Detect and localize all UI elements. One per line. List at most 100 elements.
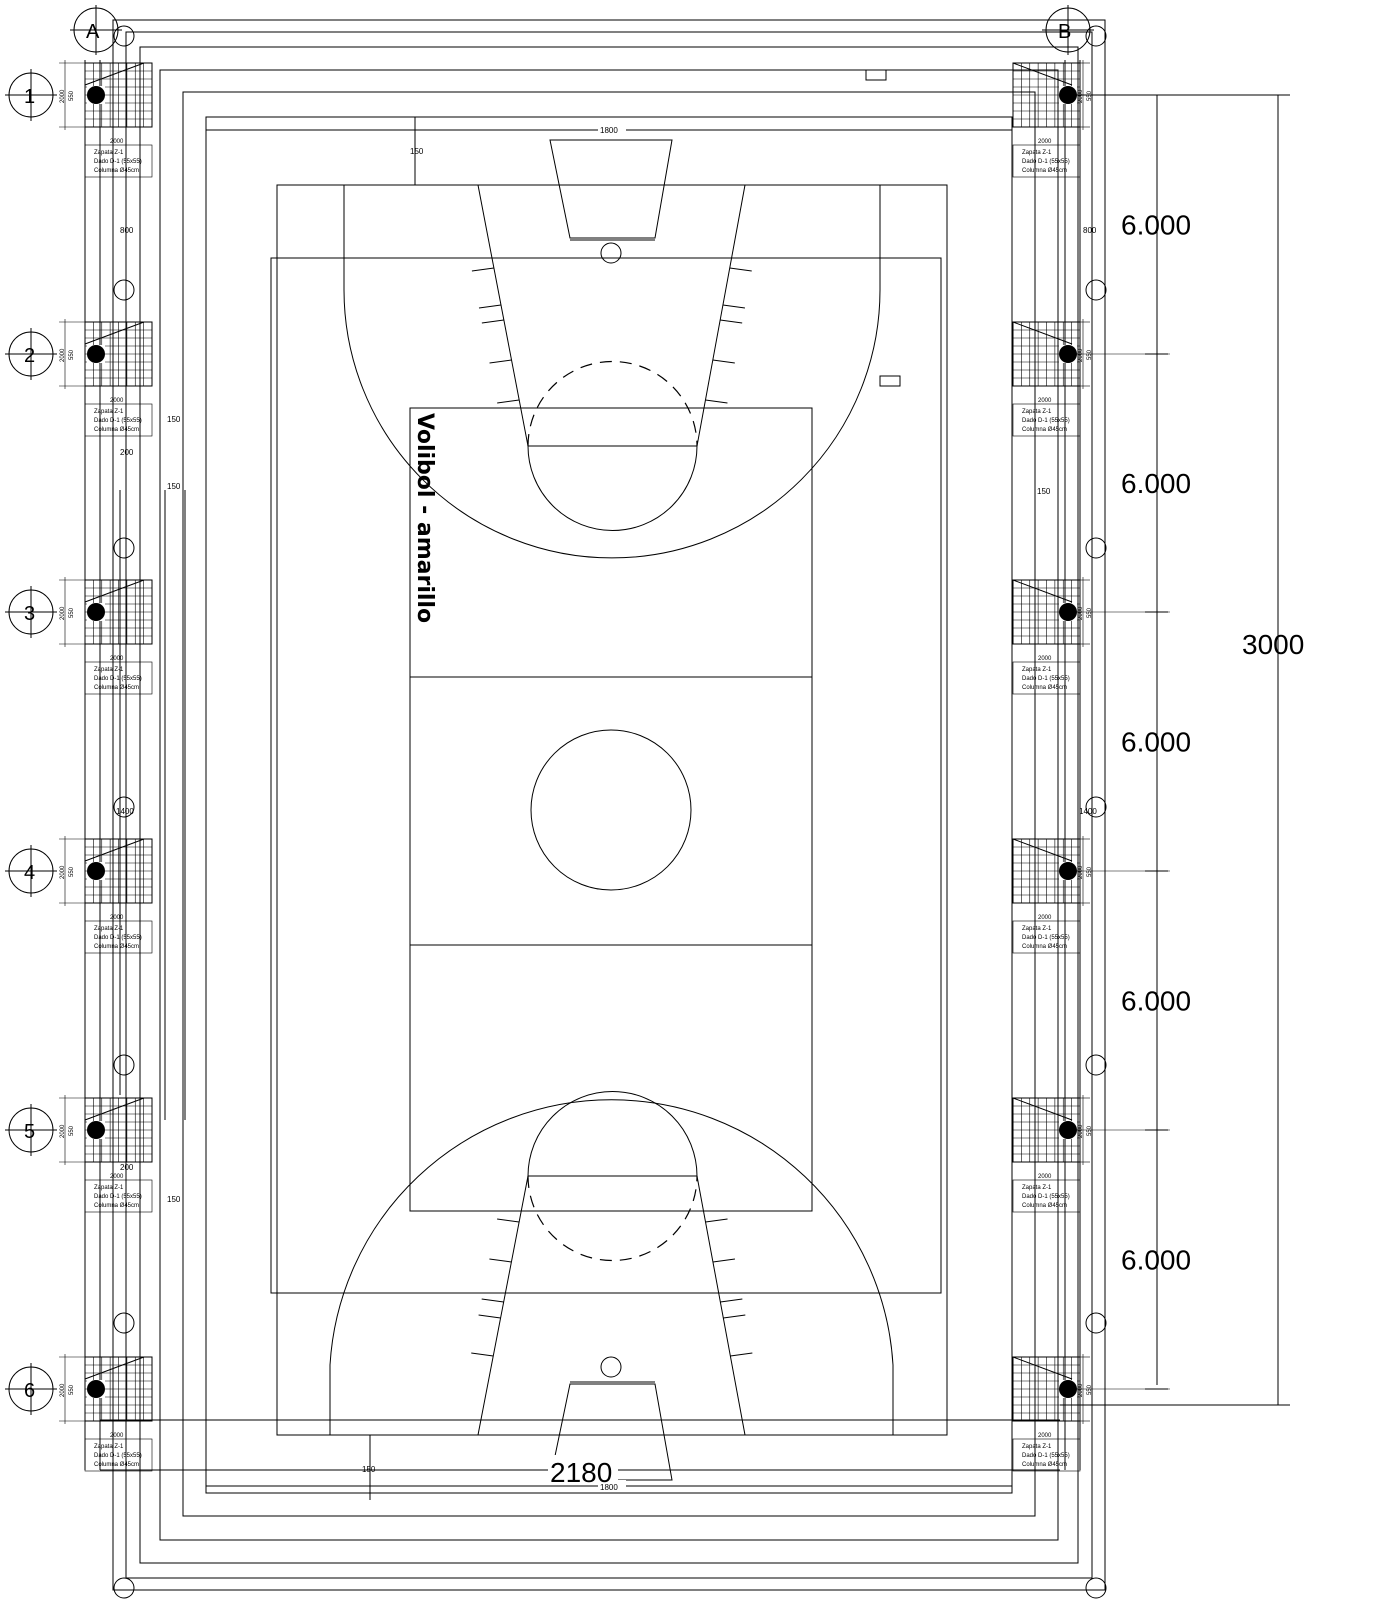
lane-tick [712,1258,736,1263]
basketball-court [270,139,948,1481]
bay-spacing-label: 6.000 [1121,986,1191,1017]
footing-note-line: Dado D-1 (55x55) [1022,1453,1070,1459]
footing-dim-550: 550 [1087,1125,1093,1136]
footing-dim-550: 550 [69,1125,75,1136]
dim-right-1400: 1400 [1079,807,1097,816]
footing-dim-550: 550 [1087,866,1093,877]
footing-taper [84,1356,152,1380]
pile-right [1085,1054,1107,1076]
dim-left-800: 800 [120,226,134,235]
footing-taper [84,579,152,603]
outer-frames [112,19,1106,1591]
column-dot [87,1121,105,1139]
footing-dim-2000: 2000 [1078,606,1084,620]
dim-top-1800: 1800 [600,126,618,135]
axis-label-a: A [86,21,100,43]
footing-note-line: Zapata Z-1 [94,926,124,932]
footing-note-line: Columna Ø45cm [94,168,139,174]
footing-note-line: Columna Ø45cm [1022,685,1067,691]
footing-note-line: Zapata Z-1 [1022,1444,1052,1450]
dimension-texts: 1800 1800 150 150 150 150 150 150 200 20… [116,126,1304,1492]
footing-dim-2000: 2000 [1078,89,1084,103]
court-label: Volibol - amarillo [412,413,437,623]
footing-note-line: Columna Ø45cm [94,944,139,950]
footing-dim-550: 550 [69,607,75,618]
footing-note-line: Zapata Z-1 [1022,1185,1052,1191]
footing-taper [1012,1356,1073,1380]
lane-tick [481,319,504,324]
column-dot [87,1380,105,1398]
lane-tick [720,1298,743,1303]
axis-marker-row-6: 6 [5,1363,57,1415]
lane-tick [481,1298,504,1303]
lane-tick [723,1314,746,1319]
axis-label-row: 4 [24,862,35,884]
lane-tick [705,399,728,404]
footing-width-2000: 2000 [1038,656,1052,662]
footing-width-2000: 2000 [1038,139,1052,145]
footing-note-line: Dado D-1 (55x55) [94,676,142,682]
footing-note-line: Columna Ø45cm [94,1462,139,1468]
pile-left [113,1312,135,1334]
footing-width-2000: 2000 [110,656,124,662]
column-dot [87,345,105,363]
footing-note-line: Zapata Z-1 [1022,667,1052,673]
piles [113,25,1107,1599]
bay-spacing-label: 6.000 [1121,468,1191,499]
footing-note-line: Dado D-1 (55x55) [1022,159,1070,165]
footing-note-line: Zapata Z-1 [94,150,124,156]
axis-marker-row-1: 1 [5,69,57,121]
footing-width-2000: 2000 [110,1174,124,1180]
footing-note-line: Columna Ø45cm [94,427,139,433]
footing-taper [84,1097,152,1121]
footing-taper [84,321,152,345]
footing-note-line: Dado D-1 (55x55) [94,1453,142,1459]
axis-marker-row-4: 4 [5,845,57,897]
dim-right-150: 150 [1037,487,1051,496]
axis-label-b: B [1058,21,1071,43]
bay-spacing-label: 6.000 [1121,1245,1191,1276]
footing-note-line: Dado D-1 (55x55) [1022,418,1070,424]
lane-tick [471,1352,494,1357]
footing-width-2000: 2000 [110,915,124,921]
column-dot [87,603,105,621]
pile-right [1085,279,1107,301]
footing-note-line: Zapata Z-1 [94,667,124,673]
footing-note-box [1012,144,1081,178]
footing-dim-550: 550 [69,866,75,877]
lane-tick [497,1218,520,1223]
dim-bottom-1800: 1800 [600,1483,618,1492]
footing-taper [84,838,152,862]
footing-width-2000: 2000 [1038,1174,1052,1180]
footing-note-line: Dado D-1 (55x55) [94,418,142,424]
pile-corner [113,25,135,47]
axis-label-row: 2 [24,345,35,367]
bay-spacing-label: 6.000 [1121,210,1191,241]
footing-note-box [1012,1438,1081,1472]
footing-note-line: Zapata Z-1 [1022,150,1052,156]
dim-left-150-b: 150 [167,482,181,491]
footing-dim-550: 550 [1087,349,1093,360]
footing-width-2000: 2000 [1038,915,1052,921]
footing-note-line: Zapata Z-1 [94,1444,124,1450]
footing-dim-550: 550 [1087,607,1093,618]
footing-dim-550: 550 [69,1384,75,1395]
footing-taper [1012,579,1073,603]
footing-width-2000: 2000 [110,139,124,145]
footing-dim-550: 550 [1087,90,1093,101]
footing-dim-550: 550 [69,90,75,101]
footing-note-line: Dado D-1 (55x55) [94,159,142,165]
footing-dim-2000: 2000 [1078,1124,1084,1138]
footing-note-line: Columna Ø45cm [94,1203,139,1209]
axis-marker-b: B [1042,5,1094,55]
footing-taper [1012,838,1073,862]
footing-note-line: Dado D-1 (55x55) [94,935,142,941]
footing-note-box [84,144,153,178]
